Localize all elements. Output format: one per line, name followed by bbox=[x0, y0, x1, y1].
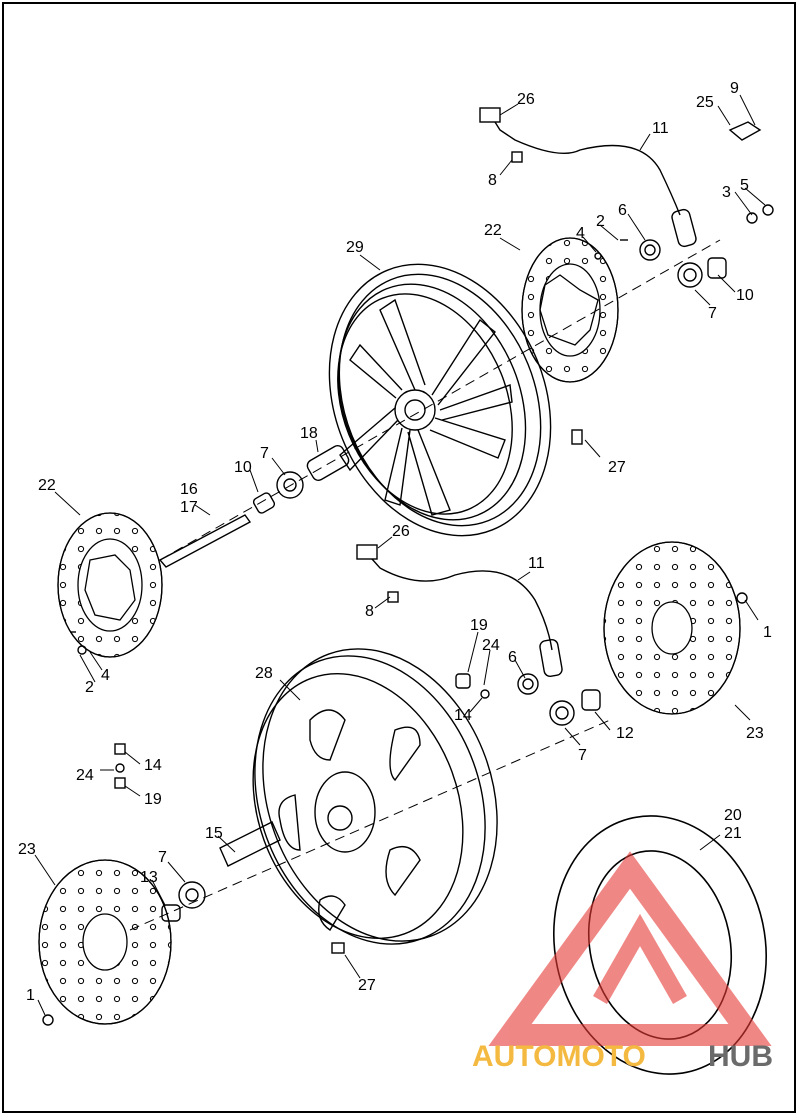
callout-10: 10 bbox=[234, 459, 252, 476]
callout-14: 14 bbox=[454, 707, 472, 724]
callout-4: 4 bbox=[576, 225, 585, 242]
callout-6: 6 bbox=[618, 202, 627, 219]
callout-7: 7 bbox=[158, 849, 167, 866]
callout-2: 2 bbox=[85, 679, 94, 696]
leader-lines bbox=[34, 94, 766, 1016]
callout-7: 7 bbox=[708, 305, 717, 322]
callout-18: 18 bbox=[300, 425, 318, 442]
valve-cap-lower bbox=[331, 942, 345, 954]
callout-19: 19 bbox=[144, 791, 162, 808]
callout-7: 7 bbox=[578, 747, 587, 764]
callout-9: 9 bbox=[730, 80, 739, 97]
callout-27: 27 bbox=[608, 459, 626, 476]
callout-3: 3 bbox=[722, 184, 731, 201]
callout-13: 13 bbox=[140, 869, 158, 886]
rear-wheel-speed-sensor bbox=[356, 544, 563, 678]
callout-17: 17 bbox=[180, 499, 198, 516]
callout-28: 28 bbox=[255, 665, 273, 682]
callout-11: 11 bbox=[528, 555, 545, 572]
front-axle-centerline bbox=[159, 239, 721, 561]
rear-disc-wheel bbox=[252, 648, 498, 945]
callout-20: 20 bbox=[724, 807, 742, 824]
front-axle bbox=[158, 444, 350, 568]
valve-cap-upper bbox=[571, 429, 583, 445]
rear-axle-hardware bbox=[42, 592, 748, 1026]
front-brake-rotor-right bbox=[521, 237, 619, 383]
automotohub-watermark-logo bbox=[488, 851, 772, 1046]
callout-19: 19 bbox=[470, 617, 488, 634]
callout-21: 21 bbox=[724, 825, 742, 842]
callout-22: 22 bbox=[38, 477, 56, 494]
front-axle-hardware bbox=[594, 121, 774, 288]
callout-6: 6 bbox=[508, 649, 517, 666]
callout-5: 5 bbox=[740, 177, 749, 194]
callout-24: 24 bbox=[76, 767, 94, 784]
callout-8: 8 bbox=[488, 172, 497, 189]
callout-10: 10 bbox=[736, 287, 754, 304]
rear-brake-rotor-left bbox=[38, 859, 172, 1025]
callout-1: 1 bbox=[763, 624, 772, 641]
callout-2: 2 bbox=[596, 213, 605, 230]
callout-12: 12 bbox=[616, 725, 634, 742]
rear-brake-rotor-right bbox=[603, 541, 741, 715]
callout-26: 26 bbox=[517, 91, 535, 108]
callout-23: 23 bbox=[18, 841, 36, 858]
watermark-text-hub: HUB bbox=[708, 1040, 773, 1073]
front-cast-wheel bbox=[328, 263, 552, 537]
rear-axle-centerline bbox=[129, 719, 611, 931]
callout-15: 15 bbox=[205, 825, 223, 842]
callout-23: 23 bbox=[746, 725, 764, 742]
callout-16: 16 bbox=[180, 481, 198, 498]
callout-26: 26 bbox=[392, 523, 410, 540]
callout-14: 14 bbox=[144, 757, 162, 774]
callout-11: 11 bbox=[652, 120, 669, 137]
callout-25: 25 bbox=[696, 94, 714, 111]
callout-22: 22 bbox=[484, 222, 502, 239]
callout-4: 4 bbox=[101, 667, 110, 684]
watermark-text-automoto: AUTOMOTO bbox=[472, 1040, 646, 1073]
callout-1: 1 bbox=[26, 987, 35, 1004]
callout-24: 24 bbox=[482, 637, 500, 654]
callout-8: 8 bbox=[365, 603, 374, 620]
callout-labels: 26 11 25 9 8 3 5 2 6 4 22 29 10 7 18 7 1… bbox=[18, 80, 772, 1004]
front-brake-rotor-left bbox=[57, 512, 163, 658]
callout-29: 29 bbox=[346, 239, 364, 256]
callout-27: 27 bbox=[358, 977, 376, 994]
callout-7: 7 bbox=[260, 445, 269, 462]
